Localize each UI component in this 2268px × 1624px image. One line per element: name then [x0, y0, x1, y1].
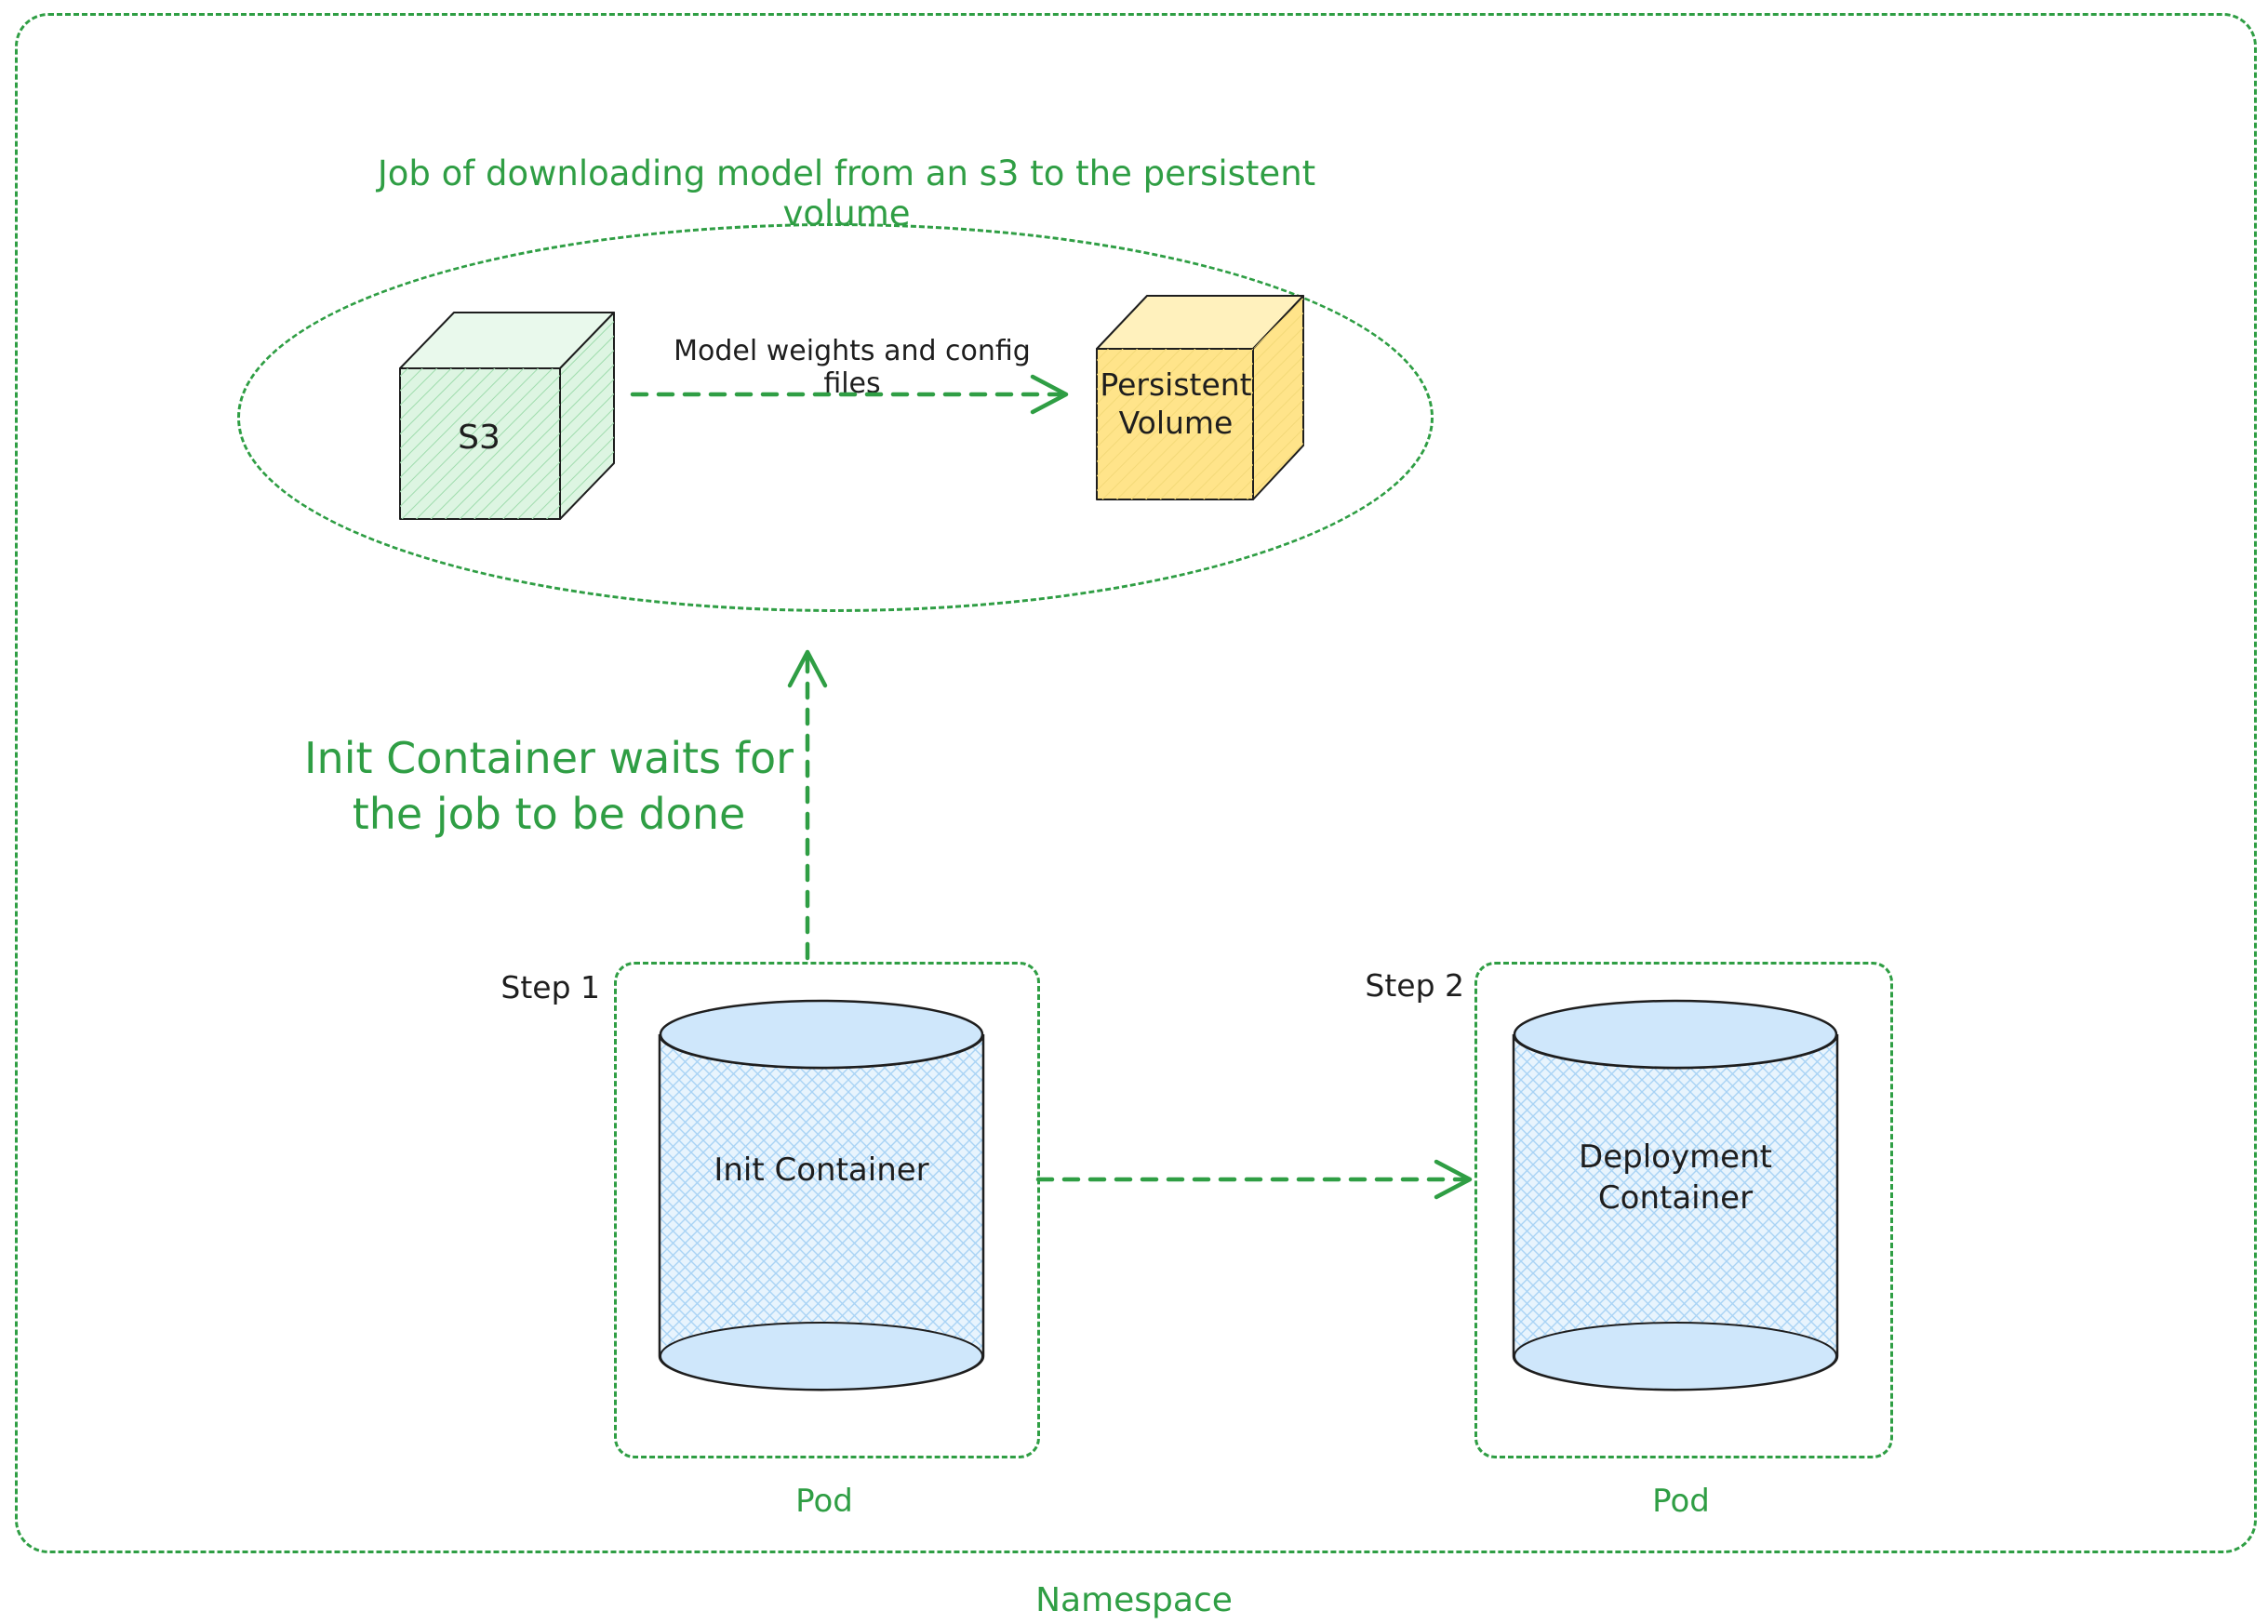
step2-label: Step 2: [1365, 967, 1464, 1004]
step1-label: Step 1: [500, 969, 600, 1005]
namespace-label: Namespace: [1035, 1581, 1233, 1619]
pod1-boundary: [614, 962, 1040, 1458]
init-container-label: Init Container: [714, 1151, 929, 1189]
persistent-volume-cube: Persistent Volume: [1093, 291, 1305, 503]
s3-label: S3: [458, 419, 500, 457]
pod2-boundary: [1474, 962, 1893, 1458]
job-group-ellipse: [237, 223, 1434, 612]
namespace-boundary: [15, 13, 2257, 1553]
persistent-volume-cube-shape: [1096, 295, 1304, 500]
pod2-label: Pod: [1652, 1483, 1710, 1520]
s3-cube-shape: [399, 312, 615, 520]
pod1-label: Pod: [795, 1483, 853, 1520]
flow-label: Model weights and config files: [674, 335, 1031, 400]
init-container-cylinder-shape: [658, 999, 985, 1391]
wait-note-line-1: Init Container waits for: [303, 733, 794, 783]
s3-cube: S3: [396, 307, 618, 523]
deployment-container-label: Deployment Container: [1509, 1137, 1842, 1218]
wait-note-line-2: the job to be done: [352, 788, 746, 839]
deployment-container-label-text: Deployment Container: [1579, 1138, 1772, 1218]
wait-note: Init Container waits for the job to be d…: [288, 731, 809, 843]
deployment-container-cylinder-shape: [1512, 999, 1839, 1391]
job-title: Job of downloading model from an s3 to t…: [377, 153, 1316, 233]
persistent-volume-label: Persistent Volume: [1100, 366, 1252, 442]
deployment-container-cylinder: Deployment Container: [1509, 995, 1842, 1395]
init-container-cylinder: Init Container: [655, 995, 988, 1395]
